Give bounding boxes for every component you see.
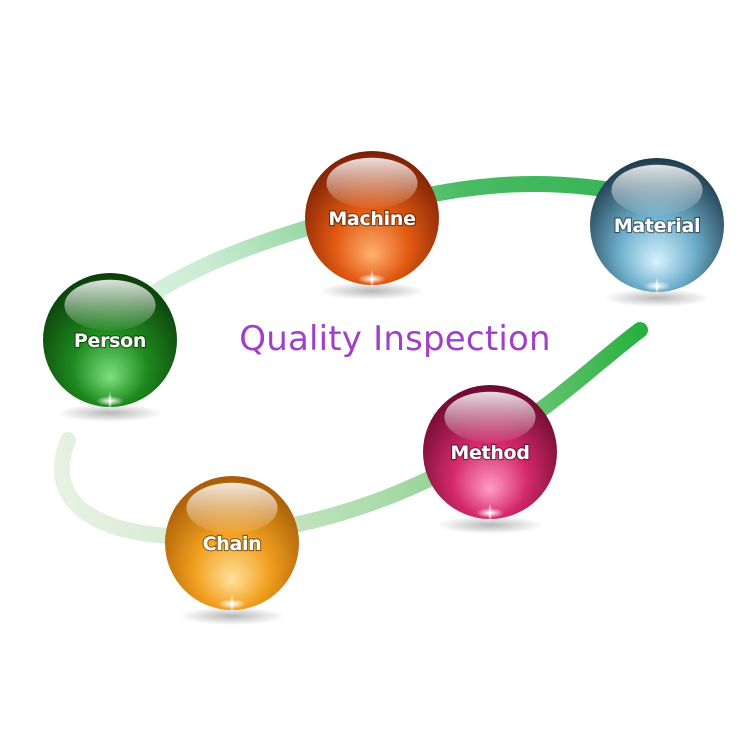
node-gloss xyxy=(444,391,536,443)
node-label-chain: Chain xyxy=(203,533,262,555)
node-shadow xyxy=(56,404,164,422)
node-gloss xyxy=(326,157,418,209)
node-machine: Machine xyxy=(305,151,439,300)
node-chain: Chain xyxy=(165,476,299,625)
sparkle-icon xyxy=(108,391,112,411)
sparkle-icon xyxy=(655,276,659,296)
node-label-person: Person xyxy=(74,330,146,352)
diagram-title: Quality Inspection xyxy=(239,319,551,359)
sparkle-icon xyxy=(370,269,374,289)
node-gloss xyxy=(186,482,278,534)
node-shadow xyxy=(178,607,286,625)
node-method: Method xyxy=(423,385,557,534)
node-label-method: Method xyxy=(450,442,529,464)
node-material: Material xyxy=(590,158,724,307)
node-shadow xyxy=(436,516,544,534)
node-label-material: Material xyxy=(614,215,701,237)
sparkle-icon xyxy=(230,594,234,614)
node-gloss xyxy=(64,279,156,331)
node-label-machine: Machine xyxy=(328,208,415,230)
node-shadow xyxy=(603,289,711,307)
sparkle-icon xyxy=(488,503,492,523)
node-gloss xyxy=(611,164,703,216)
lower-path xyxy=(54,322,648,545)
node-shadow xyxy=(318,282,426,300)
node-person: Person xyxy=(43,273,177,422)
